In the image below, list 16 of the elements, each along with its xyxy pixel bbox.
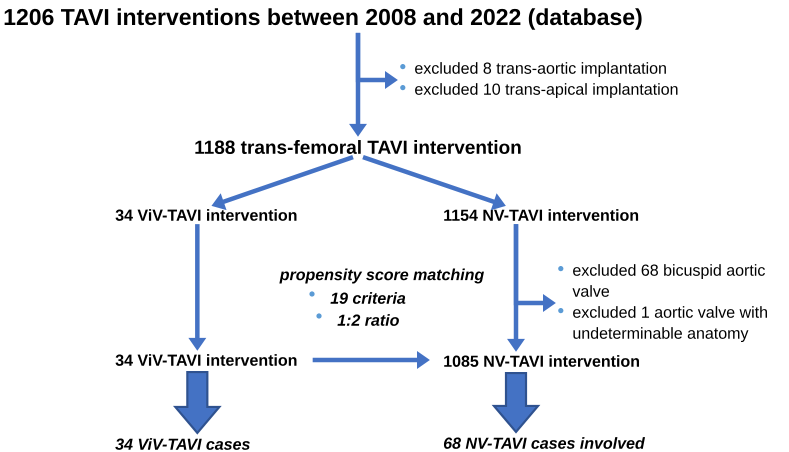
note-text: propensity score matching — [279, 268, 484, 284]
step-text: 34 ViV-TAVI intervention — [116, 209, 296, 221]
step-text: 34 ViV-TAVI cases — [115, 438, 250, 450]
step-text: 1154 NV-TAVI intervention — [444, 209, 638, 221]
list-item: excluded 8 trans-aortic implantation — [415, 62, 666, 78]
note-text: 19 criteria — [330, 292, 406, 304]
step-text: 68 NV-TAVI cases involved — [444, 437, 645, 449]
step-text: 1206 TAVI interventions between 2008 and 2022 (database) — [4, 8, 642, 30]
block-arrow — [172, 370, 222, 435]
step-text: 34 ViV-TAVI intervention — [116, 354, 296, 366]
step-text: 1188 trans-femoral TAVI intervention — [195, 140, 521, 154]
note-text: 1:2 ratio — [337, 314, 399, 326]
block-arrow — [492, 372, 540, 434]
list-item: excluded 1 aortic valve with undeterminable anatomy — [573, 306, 767, 342]
step-text: 1085 NV-TAVI intervention — [444, 355, 639, 367]
list-item: excluded 10 trans-apical implantation — [415, 83, 678, 98]
